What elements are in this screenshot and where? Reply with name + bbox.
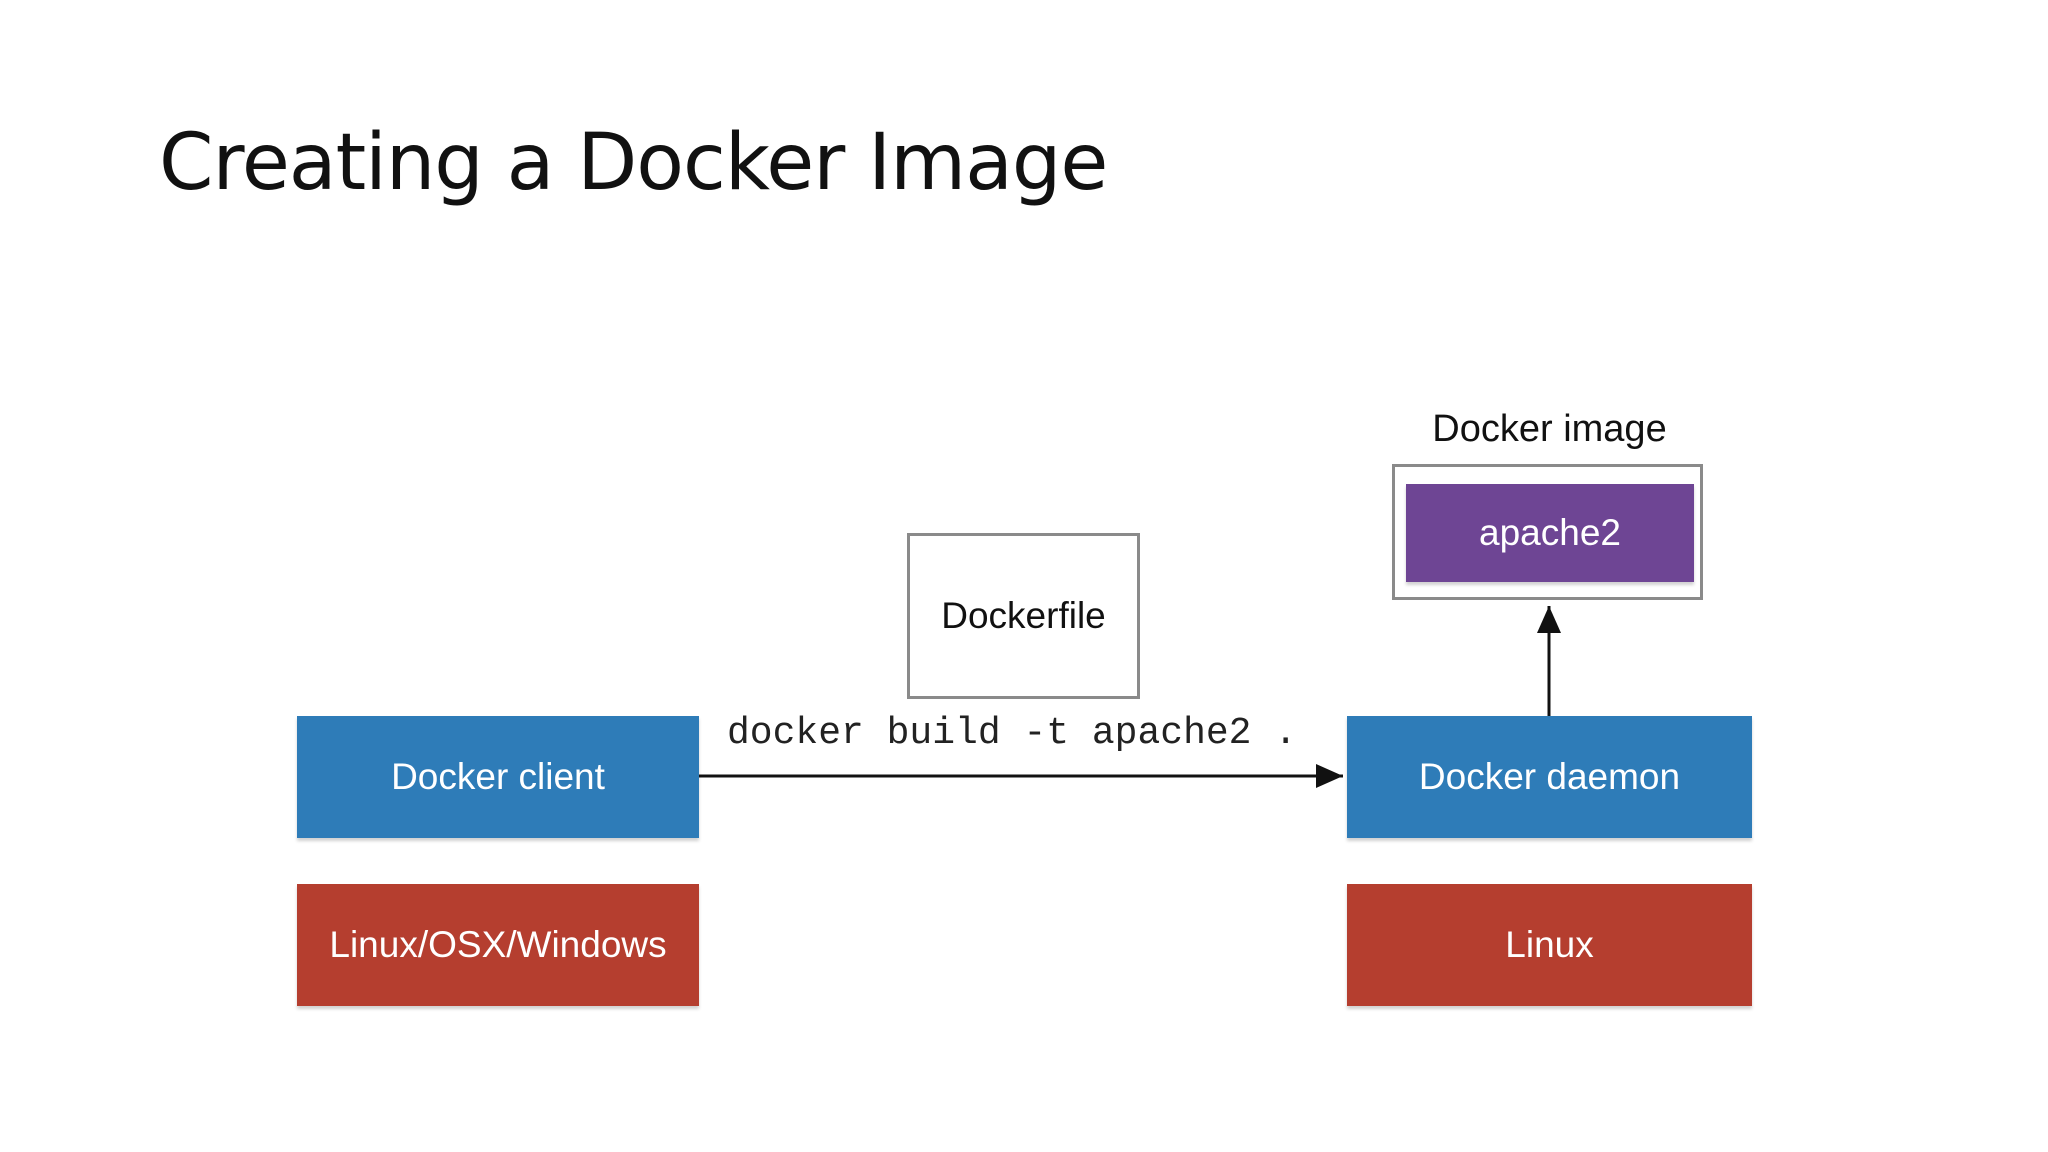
- image-apache2-box: apache2: [1406, 484, 1694, 582]
- image-name-label: apache2: [1479, 512, 1621, 553]
- dockerfile-box: Dockerfile: [907, 533, 1140, 699]
- daemon-os-label: Linux: [1505, 924, 1594, 965]
- docker-daemon-box: Docker daemon: [1347, 716, 1752, 838]
- docker-daemon-label: Docker daemon: [1418, 756, 1681, 797]
- docker-client-box: Docker client: [297, 716, 699, 838]
- dockerfile-label: Dockerfile: [941, 595, 1106, 636]
- docker-image-label: Docker image: [1432, 408, 1667, 450]
- daemon-os-box: Linux: [1347, 884, 1752, 1006]
- client-os-box: Linux/OSX/Windows: [297, 884, 699, 1006]
- slide-title: Creating a Docker Image: [159, 118, 1108, 208]
- docker-image-container: [1392, 464, 1703, 600]
- docker-client-label: Docker client: [391, 756, 605, 797]
- client-os-label: Linux/OSX/Windows: [329, 924, 667, 965]
- build-command-text: docker build -t apache2 .: [727, 712, 1298, 755]
